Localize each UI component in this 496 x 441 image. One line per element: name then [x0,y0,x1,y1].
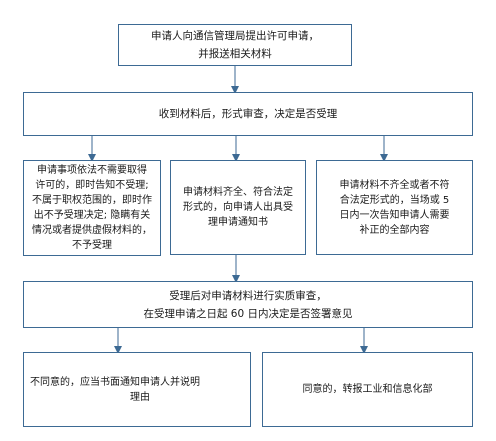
step-not-accepted: 申请事项依法不需要取得 许可的，即时告知不受理; 不属于职权范围的，即时作 出不… [23,160,161,256]
step-not-accepted-line-4: 出不予受理决定; 隐瞒有关 [33,210,151,221]
step-accepted-line-1: 申请材料齐全、符合法定 [183,187,293,198]
step-accepted-line-3: 理申请通知书 [208,217,268,228]
step-supplement: 申请材料不齐全或者不符 合法定形式的，当场或 5 日内一次告知申请人需要 补正的… [316,160,473,255]
step-not-accepted-line-2: 许可的，即时告知不受理; [35,180,149,191]
step-formal-review: 收到材料后，形式审查，决定是否受理 [23,92,473,136]
step-not-accepted-line-3: 不属于职权范围的，即时作 [32,195,152,206]
step-disagree-line-2: 理由 [130,391,150,403]
step-not-accepted-line-1: 申请事项依法不需要取得 [37,165,147,176]
step-apply: 申请人向通信管理局提出许可申请， 并报送相关材料 [118,24,352,66]
step-supplement-line-3: 日内一次告知申请人需要 [339,209,450,221]
step-agree-line-1: 同意的，转报工业和信息化部 [302,384,433,395]
step-apply-line-2: 并报送相关材料 [198,48,272,60]
step-disagree: 不同意的，应当书面通知申请人并说明 理由 [23,352,251,427]
step-formal-review-line-1: 收到材料后，形式审查，决定是否受理 [158,108,338,120]
step-supplement-line-1: 申请材料不齐全或者不符 [339,179,450,191]
step-disagree-line-1: 不同意的，应当书面通知申请人并说明 [30,376,200,388]
step-substantive-review-line-2: 在受理申请之日起 60 日内决定是否签署意见 [143,307,353,320]
step-accepted-line-2: 形式的，向申请人出具受 [183,202,293,213]
step-not-accepted-line-5: 情况或者提供虚假材料的， [32,225,152,236]
step-supplement-line-4: 补正的全部内容 [359,224,430,236]
step-substantive-review-line-1: 受理后对申请材料进行实质审查， [169,289,327,302]
step-apply-line-1: 申请人向通信管理局提出许可申请， [151,30,319,42]
step-accepted: 申请材料齐全、符合法定 形式的，向申请人出具受 理申请通知书 [170,160,306,255]
step-substantive-review: 受理后对申请材料进行实质审查， 在受理申请之日起 60 日内决定是否签署意见 [23,281,473,328]
step-supplement-line-2: 合法定形式的，当场或 5 [339,194,450,206]
step-agree: 同意的，转报工业和信息化部 [262,352,473,427]
step-not-accepted-line-6: 不予受理 [72,240,112,251]
